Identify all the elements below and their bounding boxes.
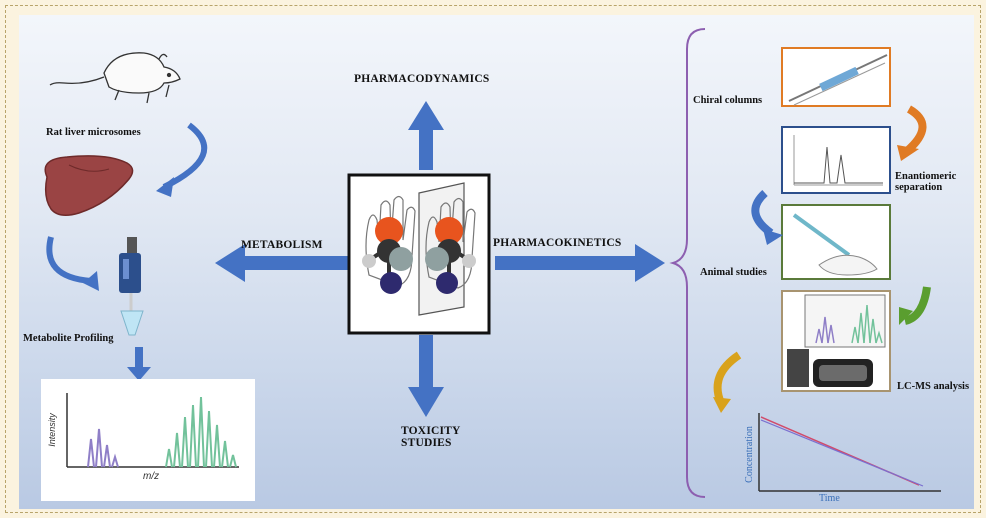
syringe-rat-icon <box>781 204 891 280</box>
liver-icon <box>44 155 134 216</box>
spectrum-peak <box>103 444 111 468</box>
chiral-column-icon <box>781 47 891 107</box>
arrow-right-pharmacokinetics <box>495 244 665 282</box>
label-enantiomeric: Enantiomeric separation <box>895 171 956 193</box>
label-enantiomeric-line2: separation <box>895 182 943 193</box>
spectrum-peak <box>863 304 871 344</box>
pipette-icon <box>119 237 144 336</box>
diagram-panel: PHARMACODYNAMICS METABOLISM PHARMACOKINE… <box>19 15 974 509</box>
spectrum-peak <box>815 328 823 344</box>
spectrum-peak <box>875 330 883 344</box>
spectrum-peak <box>213 424 221 468</box>
concentration-plot <box>758 413 941 492</box>
chromatogram-icon <box>781 126 891 194</box>
spectrum-xlabel: m/z <box>143 471 160 482</box>
concentration-ylabel: Concentration <box>743 426 755 483</box>
concentration-xlabel: Time <box>819 493 840 504</box>
chiral-molecule-mirror-icon <box>347 173 491 335</box>
label-metabolite-profiling: Metabolite Profiling <box>23 333 114 344</box>
diagram-graphics <box>41 28 941 501</box>
spectrum-peak <box>821 316 829 344</box>
curl-arrow-2 <box>46 236 92 284</box>
spectrum-plot <box>41 379 255 501</box>
spectrum-peak <box>869 318 877 344</box>
label-enantiomeric-line1: Enantiomeric <box>895 171 957 182</box>
spectrum-peak <box>221 440 229 468</box>
spectrum-peak <box>205 410 213 468</box>
curl-arrow-1 <box>162 122 208 190</box>
lcms-instrument-icon <box>781 290 891 392</box>
arrow-down-toxicity <box>408 335 444 417</box>
label-pharmacokinetics: PHARMACOKINETICS <box>493 237 622 249</box>
spectrum-peak <box>95 428 103 468</box>
arrow-left-metabolism <box>215 244 348 282</box>
label-lcms-analysis: LC-MS analysis <box>897 381 970 392</box>
spectrum-peak <box>851 326 859 344</box>
label-metabolism: METABOLISM <box>241 239 323 251</box>
spectrum-peak <box>173 432 181 468</box>
spectrum-peak <box>197 396 205 468</box>
spectrum-peak <box>857 312 865 344</box>
rat-icon <box>49 52 181 104</box>
spectrum-peak <box>189 404 197 468</box>
label-chiral-columns: Chiral columns <box>693 95 763 106</box>
label-toxicity-line2: STUDIES <box>401 437 452 449</box>
spectrum-peak <box>827 324 835 344</box>
spectrum-peak <box>87 438 95 468</box>
label-toxicity: TOXICITY STUDIES <box>401 425 461 449</box>
page-frame <box>5 5 981 513</box>
spectrum-peak <box>181 416 189 468</box>
brace <box>669 28 706 498</box>
label-animal-studies: Animal studies <box>700 267 767 278</box>
spectrum-peak <box>165 448 173 468</box>
spectrum-ylabel: Intensity <box>46 413 57 447</box>
label-toxicity-line1: TOXICITY <box>401 425 461 437</box>
spectrum-peak <box>111 453 119 468</box>
arrow-up-pharmacodynamics <box>408 101 444 170</box>
label-rat-liver-microsomes: Rat liver microsomes <box>46 127 141 138</box>
label-pharmacodynamics: PHARMACODYNAMICS <box>354 73 490 85</box>
spectrum-peak <box>229 454 237 468</box>
